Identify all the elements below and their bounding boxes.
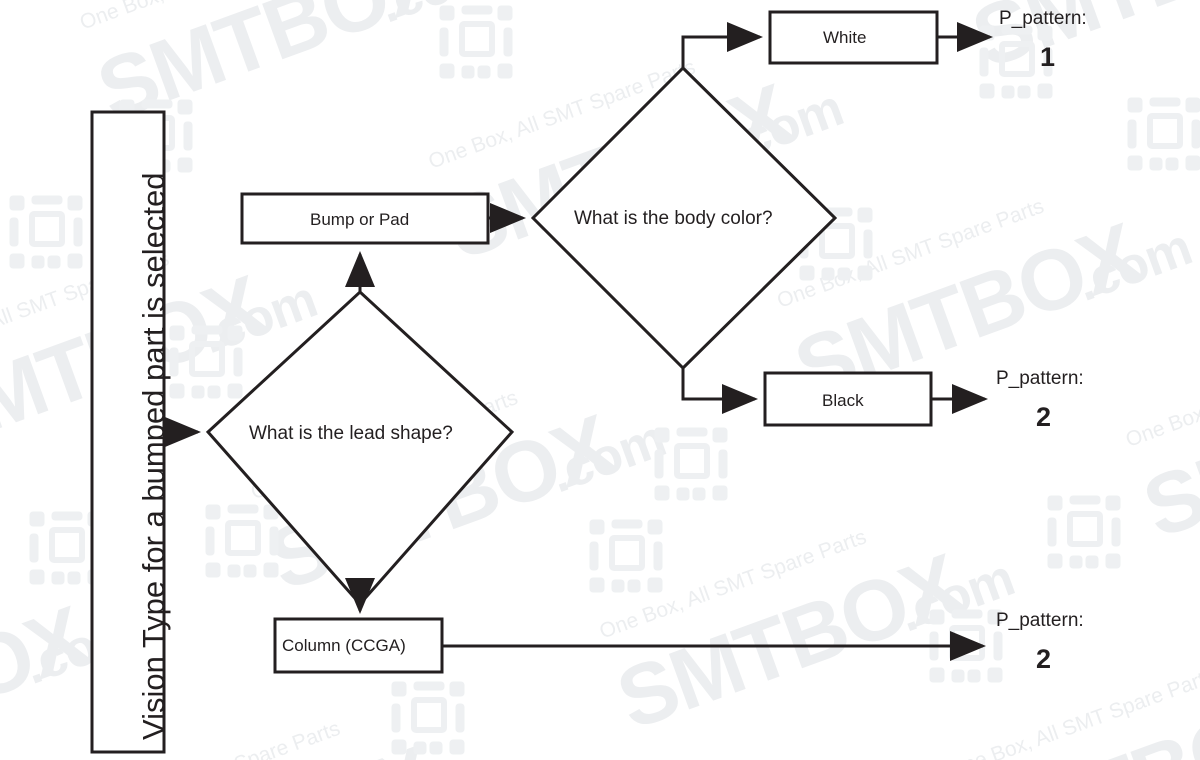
node-bump-or-pad[interactable] [240, 192, 490, 245]
outcome-white-value: 1 [1040, 42, 1056, 72]
node-column-ccga[interactable] [273, 617, 444, 674]
node-decision-lead-shape-label: What is the lead shape? [249, 423, 453, 444]
node-white[interactable] [768, 10, 939, 65]
outcome-white-title: P_pattern: [999, 8, 1087, 29]
node-start-box[interactable] [90, 110, 166, 754]
outcome-black-title: P_pattern: [996, 368, 1084, 389]
outcome-ccga-title: P_pattern: [996, 610, 1084, 631]
node-decision-body-color-label: What is the body color? [574, 208, 773, 229]
node-bump-or-pad-label: Bump or Pad [310, 210, 410, 229]
outcome-ccga-value: 2 [1036, 644, 1052, 674]
node-start-label: Vision Type for a bumped part is selecte… [136, 172, 171, 740]
node-column-ccga-label: Column (CCGA) [282, 636, 406, 655]
connector-body-color-to-black [681, 368, 758, 414]
outcome-black-value: 2 [1036, 402, 1052, 432]
node-white-label: White [823, 28, 867, 47]
connector-body-color-to-white [681, 22, 763, 68]
node-black-label: Black [822, 391, 864, 410]
